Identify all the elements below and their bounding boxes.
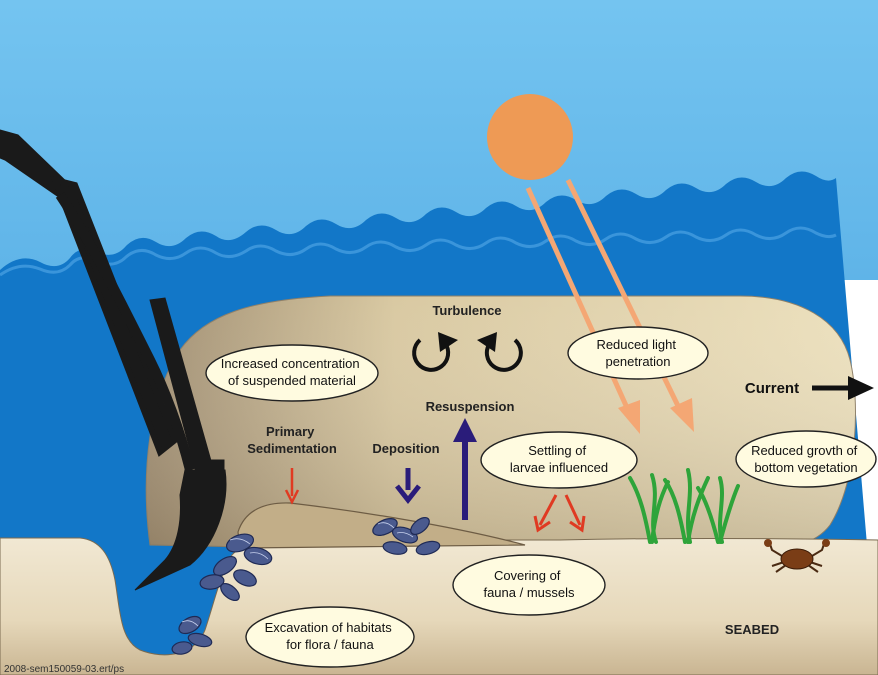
label-deposition: Deposition [372,441,439,456]
label-resuspension: Resuspension [426,399,515,414]
label-turbulence: Turbulence [432,303,501,318]
sun-icon [487,94,573,180]
label-seabed: SEABED [725,622,779,637]
oval-reduced-light [568,327,708,379]
oval-reduced-growth [736,431,876,487]
image-credit: 2008-sem150059-03.ert/ps [4,664,124,675]
label-current: Current [745,380,799,397]
